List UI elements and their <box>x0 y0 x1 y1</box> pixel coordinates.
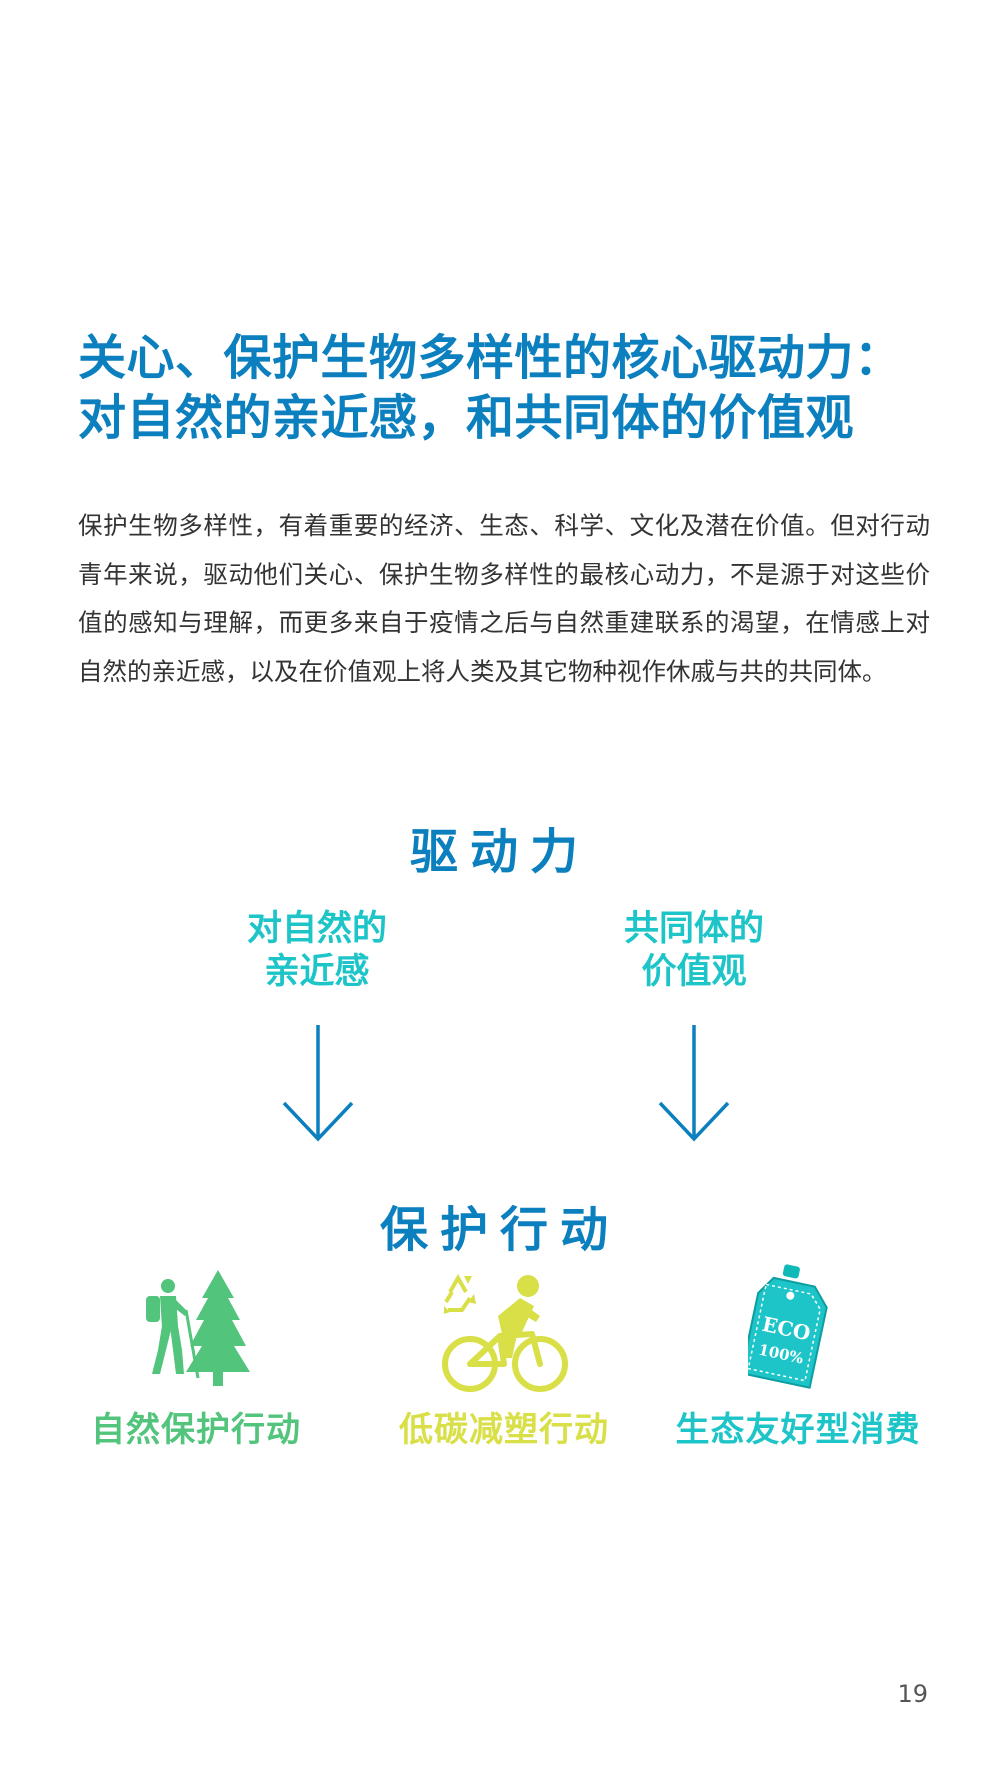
action-nature-conservation: 自然保护行动 <box>91 1410 301 1450</box>
page-number: 19 <box>897 1680 928 1708</box>
actions-title: 保护行动 <box>379 1202 620 1258</box>
eco-tag-icon: ECO 100% <box>748 1264 828 1389</box>
driver-affinity-to-nature: 对自然的 亲近感 <box>187 908 447 994</box>
body-paragraph: 保护生物多样性，有着重要的经济、生态、科学、文化及潜在价值。但对行动青年来说，驱… <box>78 511 930 686</box>
heading-line-2: 对自然的亲近感，和共同体的价值观 <box>78 390 855 446</box>
arrow-down-icon <box>658 1025 730 1142</box>
action-eco-friendly-consumption: 生态友好型消费 <box>675 1410 921 1450</box>
hiker-tree-icon <box>146 1270 250 1386</box>
cyclist-recycle-icon <box>442 1273 568 1392</box>
action-low-carbon-plastic-reduction: 低碳减塑行动 <box>399 1410 609 1450</box>
heading-line-1: 关心、保护生物多样性的核心驱动力： <box>78 330 903 386</box>
driver-community-values: 共同体的 价值观 <box>564 908 824 994</box>
driver-right-line-1: 共同体的 <box>623 909 764 949</box>
drivers-title: 驱动力 <box>409 824 590 880</box>
driver-right-line-2: 价值观 <box>641 952 747 992</box>
arrow-down-icon <box>282 1025 354 1142</box>
driver-left-line-1: 对自然的 <box>246 909 387 949</box>
page-heading: 关心、保护生物多样性的核心驱动力： 对自然的亲近感，和共同体的价值观 <box>78 328 958 448</box>
driver-left-line-2: 亲近感 <box>264 952 370 992</box>
